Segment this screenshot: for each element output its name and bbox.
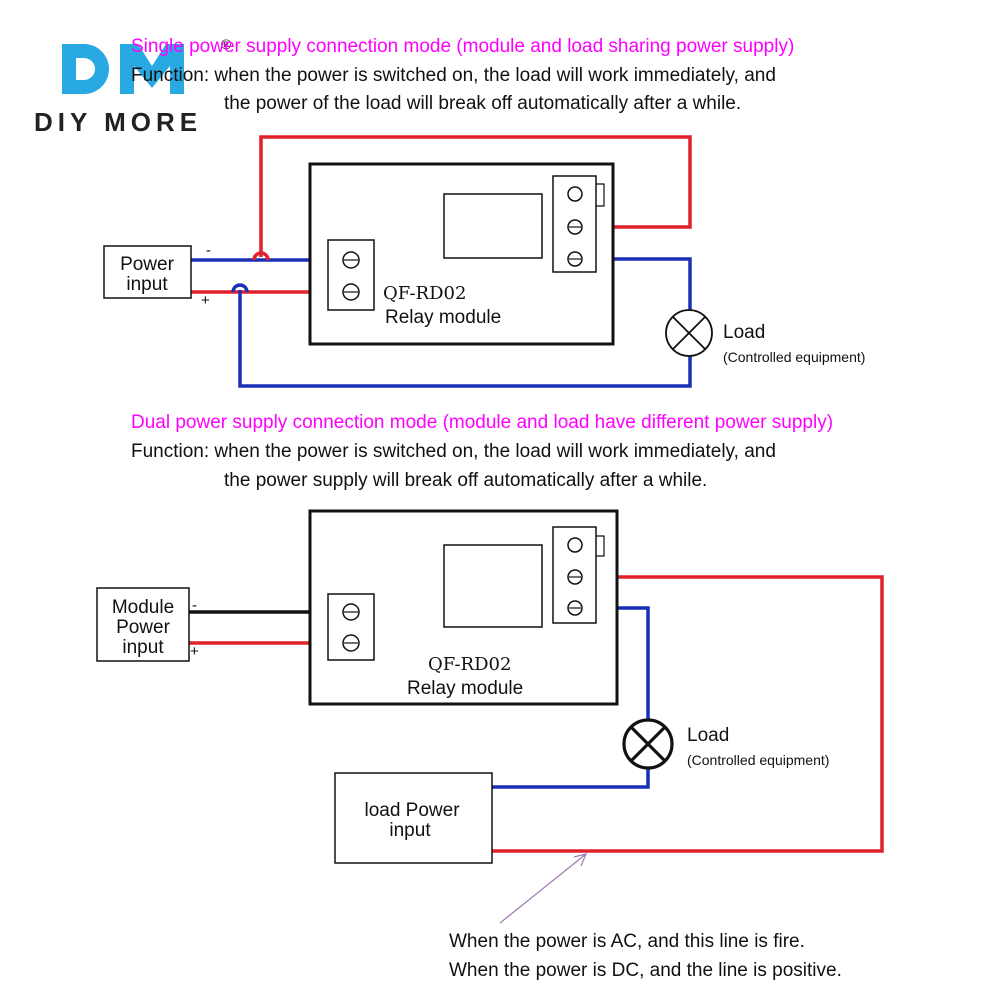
dual-load-label: Load [687,725,729,746]
dual-function-line2: the power supply will break off automati… [224,470,707,491]
single-plus-sign: + [201,292,210,309]
single-load-label: Load [723,322,765,343]
single-power-input-line2: input [126,274,168,295]
dual-module-power-line2: Power [116,617,171,638]
single-function-line1: Function: when the power is switched on,… [131,65,776,86]
dual-module-power-line3: input [122,637,164,658]
single-function-line2: the power of the load will break off aut… [224,93,741,114]
single-load-lamp-icon [665,309,713,357]
logo-m-shape [120,44,184,94]
logo-registered-mark: ® [221,36,232,52]
single-blue-wire-load-return [238,290,692,388]
dual-model-label: QF-RD02 [428,654,511,675]
single-wire-crossover-red [252,251,270,261]
note-line1: When the power is AC, and this line is f… [449,931,805,952]
single-output-terminal-nc [567,186,583,202]
single-relay-component [443,193,543,259]
dual-module-label: Relay module [407,678,523,699]
single-minus-sign: - [206,242,211,259]
dual-mode-heading: Dual power supply connection mode (modul… [131,412,833,433]
single-red-wire-loop [259,135,692,257]
single-module-label: Relay module [385,307,501,328]
dual-load-power-line1: load Power [364,800,460,821]
single-mode-heading: Single power supply connection mode (mod… [131,36,794,57]
single-power-input-line1: Power [120,254,175,275]
dual-load-lamp-icon [622,718,674,770]
dual-module-power-line1: Module [112,597,174,618]
dual-load-power-input-box [334,772,493,864]
single-power-input-box [103,245,192,299]
dual-red-wire-fire [492,575,884,853]
diymore-logo: ® DIY MORE [34,36,232,137]
single-load-sublabel: (Controlled equipment) [723,349,865,365]
dual-load-sublabel: (Controlled equipment) [687,752,829,768]
note-line2: When the power is DC, and the line is po… [449,960,842,981]
dual-load-power-line2: input [389,820,431,841]
dual-minus-sign: - [192,597,197,614]
dual-output-terminal-nc [567,537,583,553]
single-wire-crossover [231,283,249,293]
dual-plus-sign: + [190,643,199,660]
dual-relay-component [443,544,543,628]
dual-function-line1: Function: when the power is switched on,… [131,441,776,462]
logo-d-shape [62,44,109,94]
dual-blue-wire-load-return [492,768,650,789]
dual-module-power-input-box [96,587,190,662]
annotation-arrow [499,853,588,924]
single-model-label: QF-RD02 [383,283,466,304]
logo-wordmark: DIY MORE [34,107,202,137]
